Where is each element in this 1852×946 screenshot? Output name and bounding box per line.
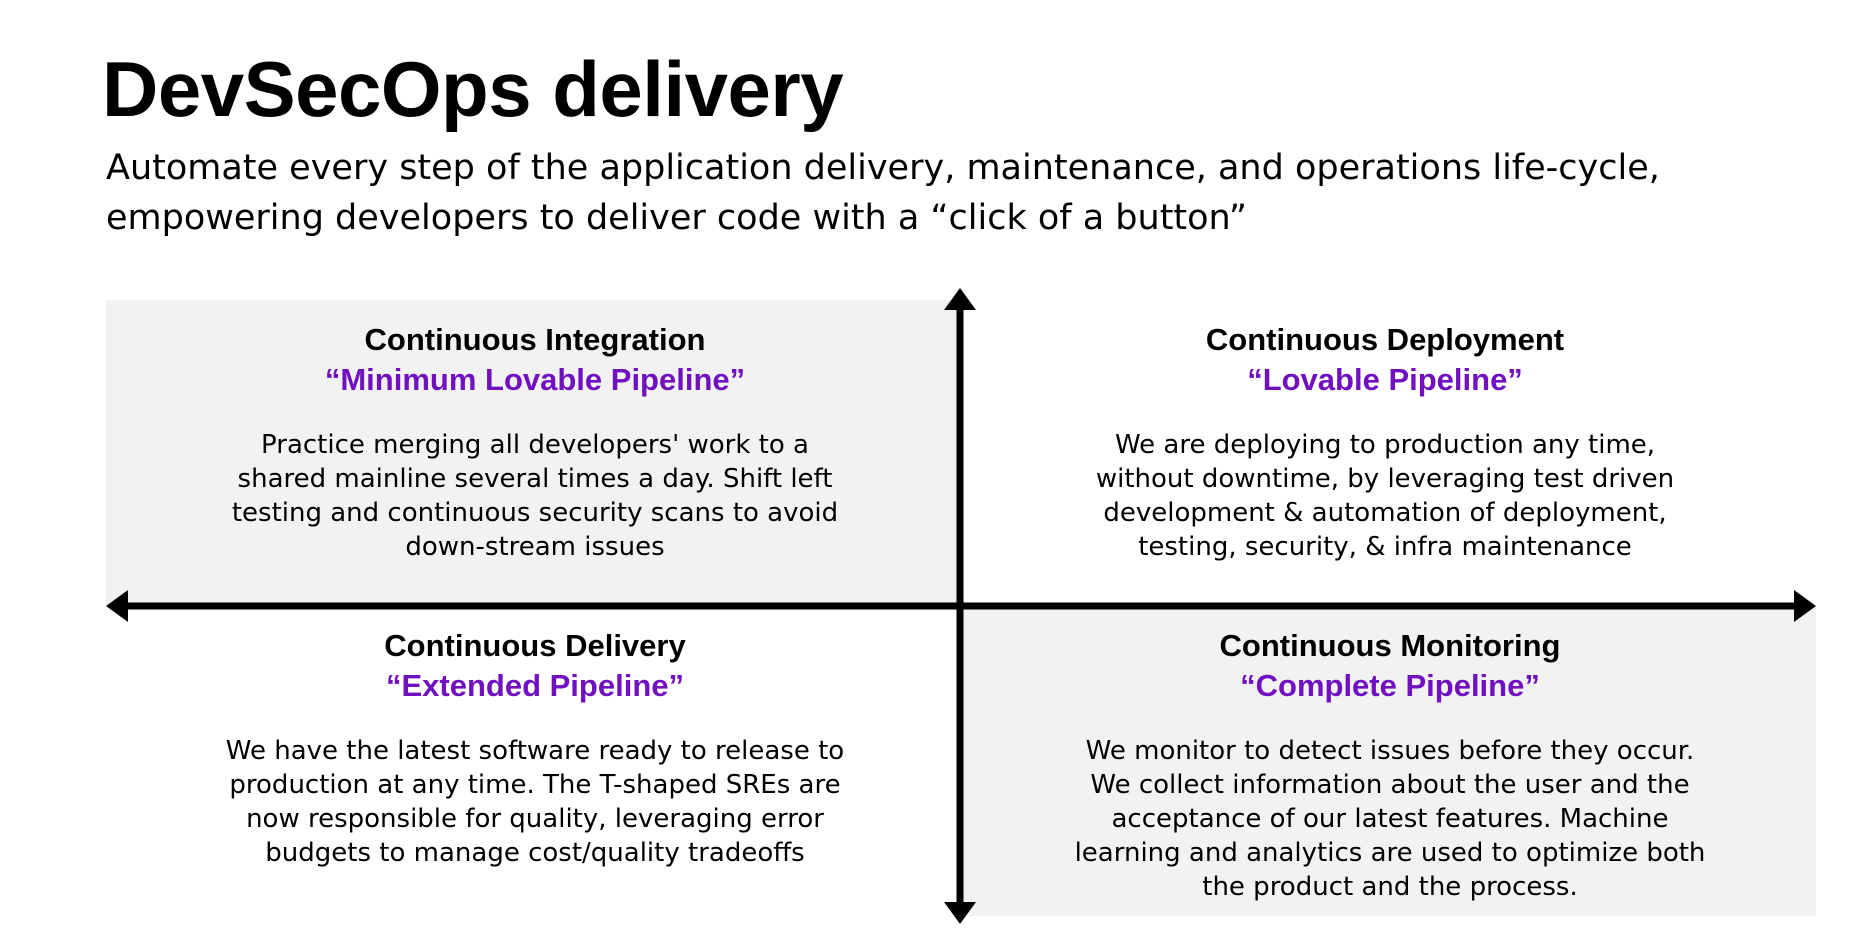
left-arrowhead — [106, 590, 128, 622]
quadrant-subtitle: “Complete Pipeline” — [1240, 668, 1540, 703]
quadrant-continuous-delivery: Continuous Delivery “Extended Pipeline” … — [210, 626, 860, 870]
quadrant-continuous-integration: Continuous Integration “Minimum Lovable … — [215, 320, 855, 564]
quadrant-body: We monitor to detect issues before they … — [1074, 736, 1706, 902]
quadrant-body: Practice merging all developers' work to… — [231, 430, 839, 562]
page-subtitle: Automate every step of the application d… — [106, 148, 1660, 238]
right-arrowhead — [1794, 590, 1816, 622]
page-title: DevSecOps delivery — [102, 45, 844, 133]
quadrant-title: Continuous Monitoring — [1219, 628, 1561, 663]
quadrant-title: Continuous Deployment — [1205, 322, 1565, 357]
bottom-right-panel — [960, 606, 1816, 916]
quadrant-continuous-deployment: Continuous Deployment “Lovable Pipeline”… — [1075, 320, 1695, 564]
bottom-arrowhead — [944, 902, 976, 924]
quadrant-body: We have the latest software ready to rel… — [225, 736, 845, 868]
quadrant-title: Continuous Integration — [364, 322, 706, 357]
quadrant-subtitle: “Lovable Pipeline” — [1247, 362, 1523, 397]
quadrant-subtitle: “Minimum Lovable Pipeline” — [324, 362, 746, 397]
quadrant-subtitle: “Extended Pipeline” — [385, 668, 684, 703]
top-arrowhead — [944, 288, 976, 310]
quadrant-body: We are deploying to production any time,… — [1095, 430, 1675, 562]
quadrant-continuous-monitoring: Continuous Monitoring “Complete Pipeline… — [1060, 626, 1720, 904]
top-left-panel — [106, 300, 960, 606]
quadrant-title: Continuous Delivery — [384, 628, 686, 663]
